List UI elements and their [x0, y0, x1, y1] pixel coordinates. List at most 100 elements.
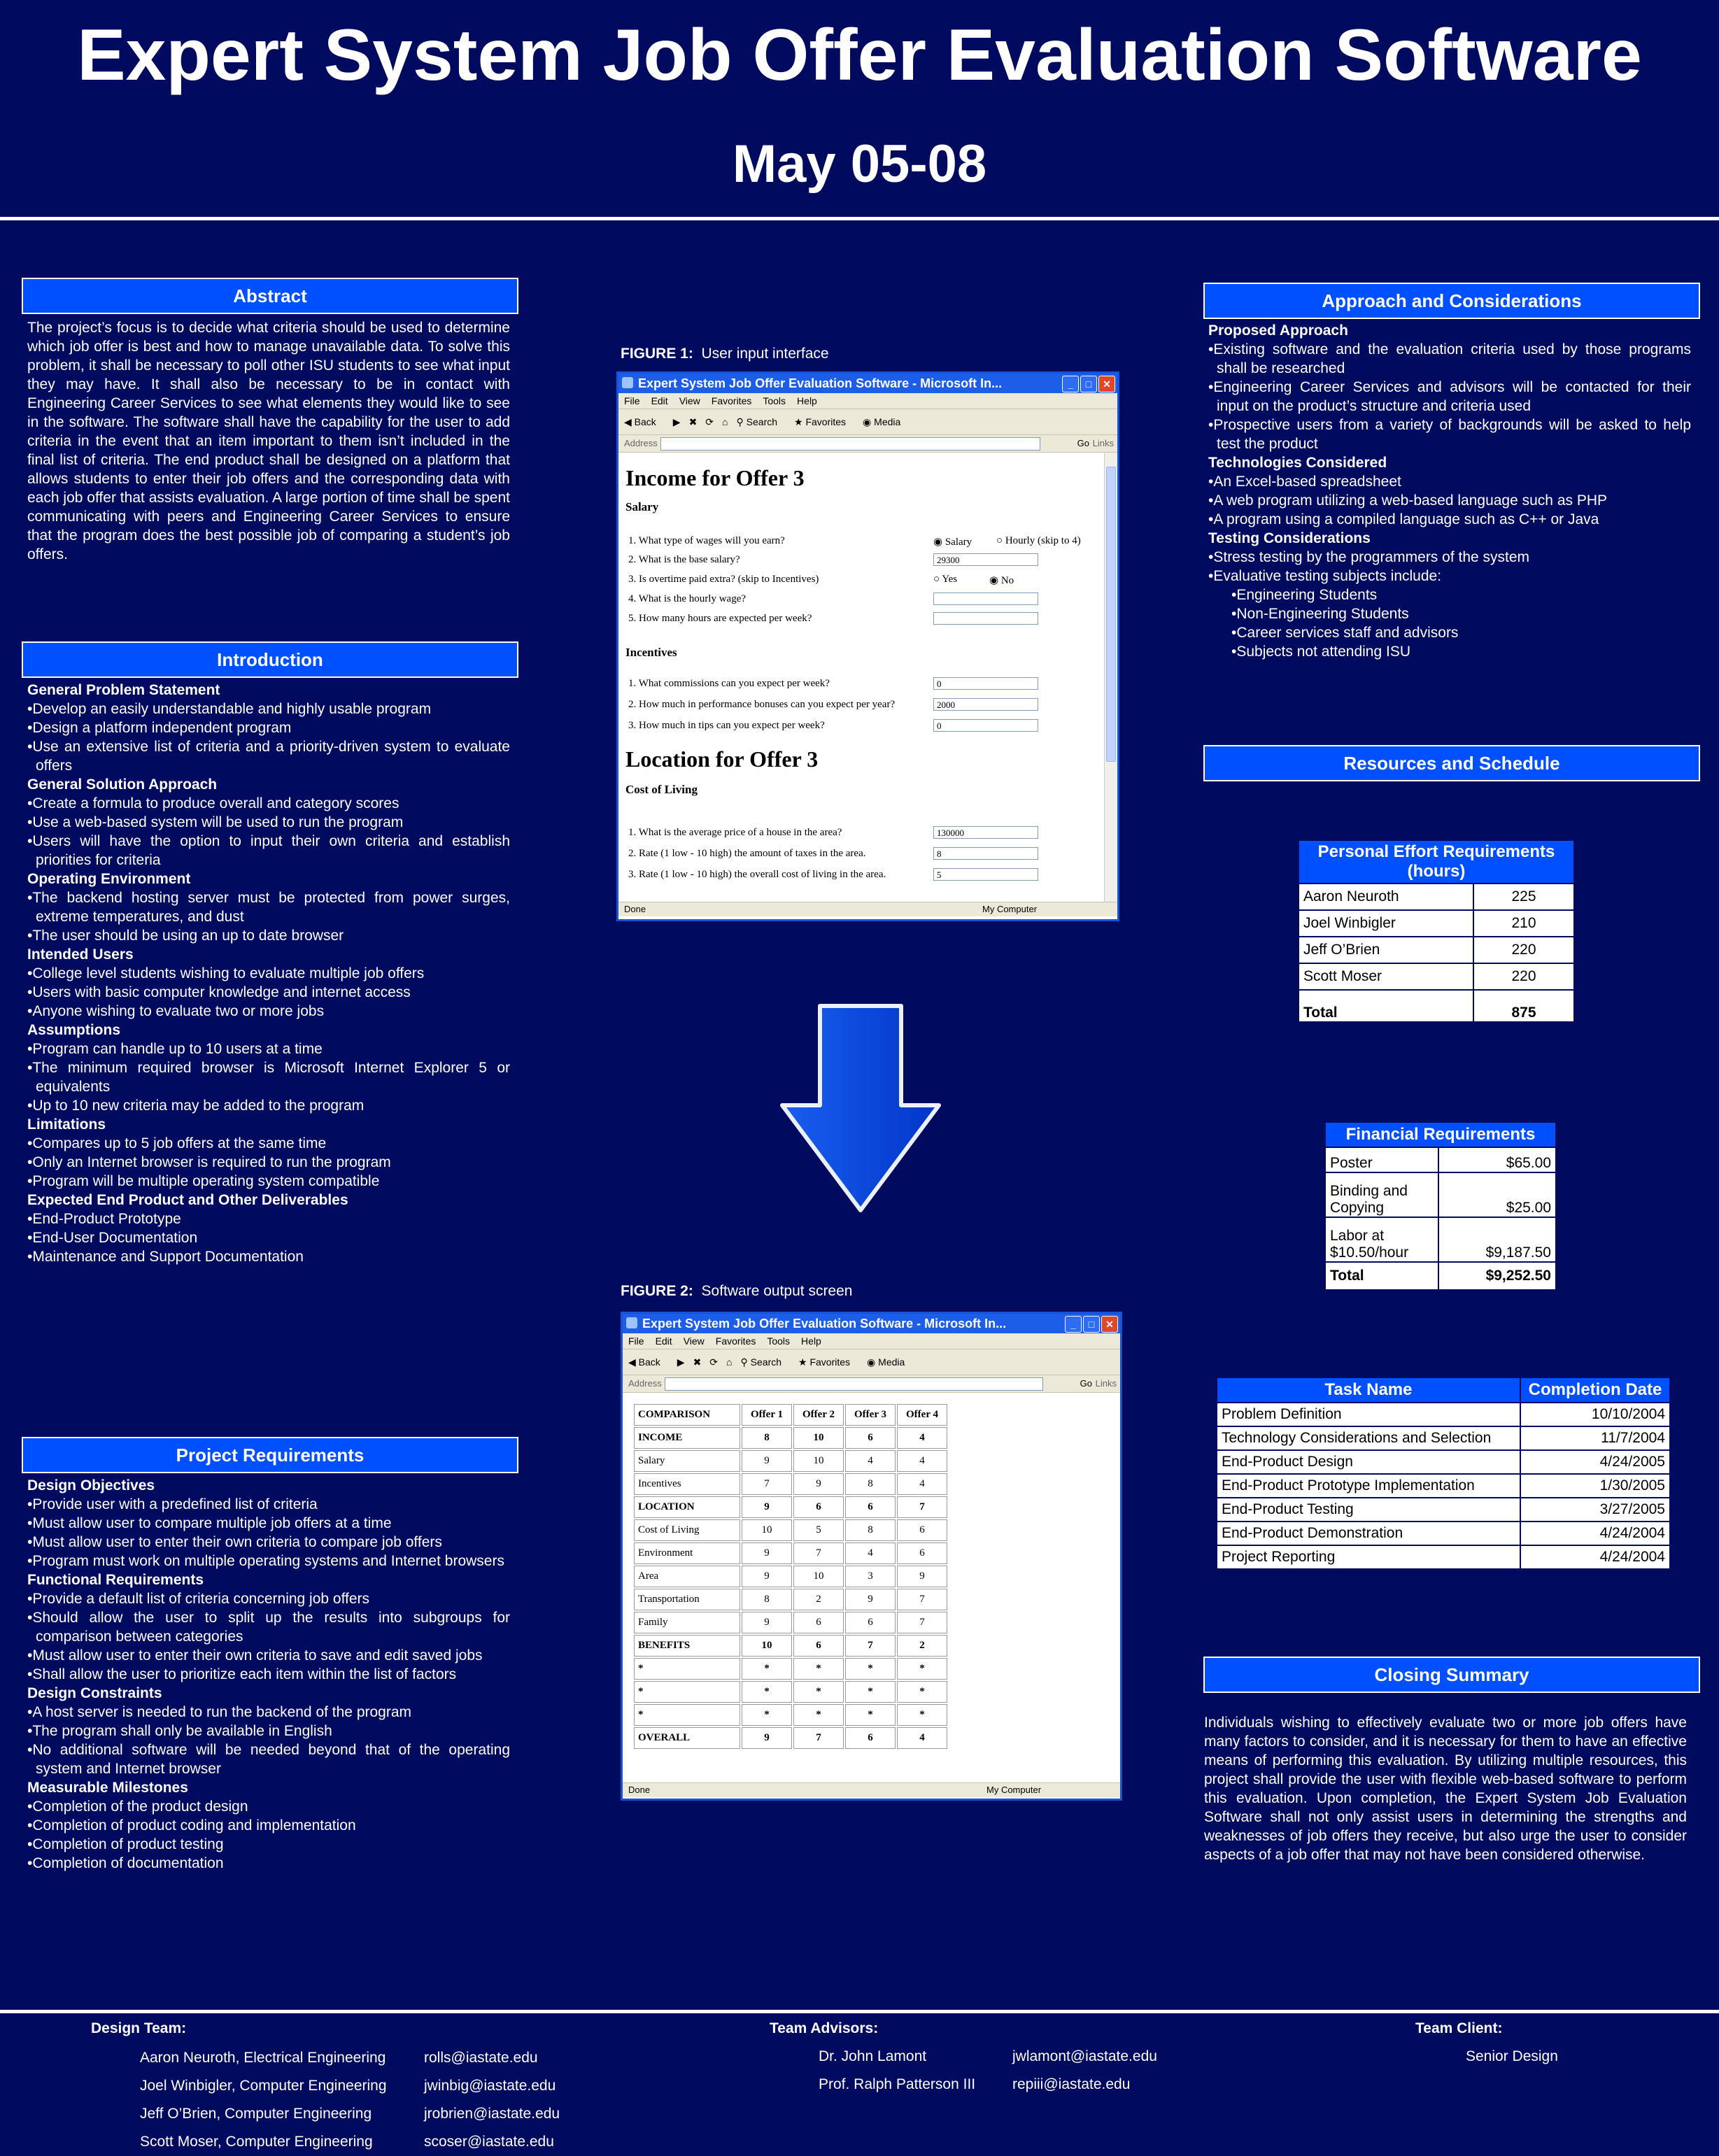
hours-per-week-input[interactable] — [933, 612, 1038, 625]
sub-bullet-item: •Subjects not attending ISU — [1231, 644, 1411, 660]
bullet-item: •Program can handle up to 10 users at a … — [27, 1041, 323, 1057]
advisor-email[interactable]: repiii@iastate.edu — [1012, 2076, 1131, 2092]
table-cell: $65.00 — [1438, 1147, 1557, 1173]
resources-heading: Resources and Schedule — [1203, 745, 1700, 781]
home-icon[interactable]: ⌂ — [726, 1356, 733, 1368]
table-header-cell: Offer 3 — [845, 1404, 896, 1426]
back-icon[interactable]: ◀ Back — [624, 416, 656, 427]
favorites-icon[interactable]: ★ Favorites — [794, 416, 847, 427]
bullet-item: •The user should be using an up to date … — [27, 928, 344, 944]
bullet-item: •End-User Documentation — [27, 1230, 198, 1246]
table-cell: * — [845, 1704, 896, 1726]
menu-file[interactable]: File — [628, 1335, 644, 1347]
forward-icon[interactable]: ▶ — [672, 416, 681, 427]
menu-file[interactable]: File — [624, 395, 640, 406]
address-input[interactable] — [660, 437, 1040, 451]
table-cell: 4 — [897, 1473, 947, 1495]
table-cell: 4 — [845, 1542, 896, 1564]
base-salary-input[interactable]: 29300 — [933, 553, 1038, 566]
refresh-icon[interactable]: ⟳ — [705, 416, 714, 427]
maximize-icon[interactable]: □ — [1083, 1316, 1100, 1333]
overtime-no-radio[interactable]: ◉ No — [989, 575, 1014, 586]
search-icon[interactable]: ⚲ Search — [736, 416, 778, 427]
cost-of-living-rating-input[interactable]: 5 — [933, 868, 1038, 881]
search-icon[interactable]: ⚲ Search — [740, 1356, 782, 1368]
media-icon[interactable]: ◉ Media — [867, 1356, 905, 1368]
table-cell: 5 — [793, 1519, 844, 1541]
address-input[interactable] — [665, 1377, 1043, 1391]
section-title: Expected End Product and Other Deliverab… — [27, 1192, 348, 1208]
salary-radio[interactable]: ◉ Salary — [933, 537, 972, 548]
favorites-icon[interactable]: ★ Favorites — [798, 1356, 851, 1368]
table-cell: 9 — [742, 1612, 792, 1633]
table-cell: * — [897, 1681, 947, 1703]
section-title: Assumptions — [27, 1022, 121, 1038]
advisor-email[interactable]: jwlamont@iastate.edu — [1012, 2048, 1157, 2064]
back-icon[interactable]: ◀ Back — [628, 1356, 660, 1368]
refresh-icon[interactable]: ⟳ — [709, 1356, 719, 1368]
commissions-input[interactable]: 0 — [933, 677, 1038, 690]
tips-input[interactable]: 0 — [933, 719, 1038, 732]
maximize-icon[interactable]: □ — [1080, 376, 1097, 392]
menu-tools[interactable]: Tools — [767, 1335, 791, 1347]
scrollbar[interactable] — [1104, 453, 1117, 902]
table-cell: 7 — [897, 1589, 947, 1610]
menu-favorites[interactable]: Favorites — [715, 1335, 756, 1347]
home-icon[interactable]: ⌂ — [722, 416, 728, 427]
hourly-radio[interactable]: ○ Hourly (skip to 4) — [996, 535, 1081, 546]
table-cell: 3/27/2005 — [1520, 1497, 1671, 1522]
forward-icon[interactable]: ▶ — [677, 1356, 685, 1368]
close-icon[interactable]: ✕ — [1098, 376, 1115, 392]
bullet-item: •Existing software and the evaluation cr… — [1208, 341, 1691, 376]
figure1-title-bar: Expert System Job Offer Evaluation Softw… — [618, 374, 1117, 393]
menu-edit[interactable]: Edit — [655, 1335, 672, 1347]
bullet-item: •An Excel-based spreadsheet — [1208, 474, 1401, 490]
bullet-item: •Must allow user to compare multiple job… — [27, 1515, 392, 1531]
menu-view[interactable]: View — [679, 395, 700, 406]
member-email[interactable]: rolls@iastate.edu — [424, 2050, 538, 2066]
menu-help[interactable]: Help — [801, 1335, 821, 1347]
bonuses-input[interactable]: 2000 — [933, 698, 1038, 711]
media-icon[interactable]: ◉ Media — [863, 416, 901, 427]
minimize-icon[interactable]: _ — [1065, 1316, 1082, 1333]
overtime-yes-radio[interactable]: ○ Yes — [933, 574, 958, 585]
table-cell: 4/24/2005 — [1520, 1449, 1671, 1475]
table-cell: 9 — [742, 1450, 792, 1472]
member-email[interactable]: scoser@iastate.edu — [424, 2134, 554, 2150]
bullet-item: •Create a formula to produce overall and… — [27, 795, 399, 811]
go-button[interactable]: Go — [1077, 438, 1089, 448]
member-email[interactable]: jrobrien@iastate.edu — [424, 2106, 560, 2122]
table-cell: Incentives — [634, 1473, 740, 1495]
stop-icon[interactable]: ✖ — [693, 1356, 702, 1368]
figure2-menu-bar: File Edit View Favorites Tools Help — [623, 1333, 1120, 1349]
section-title: Operating Environment — [27, 871, 191, 887]
menu-tools[interactable]: Tools — [763, 395, 786, 406]
house-price-input[interactable]: 130000 — [933, 826, 1038, 839]
member-email[interactable]: jwinbig@iastate.edu — [424, 2078, 556, 2094]
menu-edit[interactable]: Edit — [651, 395, 668, 406]
menu-view[interactable]: View — [683, 1335, 705, 1347]
figure1-menu-bar: File Edit View Favorites Tools Help — [618, 393, 1117, 409]
taxes-rating-input[interactable]: 8 — [933, 847, 1038, 860]
hourly-wage-input[interactable] — [933, 593, 1038, 605]
go-button[interactable]: Go — [1080, 1378, 1092, 1389]
stop-icon[interactable]: ✖ — [688, 416, 698, 427]
table-cell: Area — [634, 1566, 740, 1587]
menu-favorites[interactable]: Favorites — [711, 395, 752, 406]
minimize-icon[interactable]: _ — [1062, 376, 1079, 392]
table-cell: INCOME — [634, 1427, 740, 1449]
table-cell: 9 — [742, 1566, 792, 1587]
bullet-item: •A host server is needed to run the back… — [27, 1704, 412, 1720]
close-icon[interactable]: ✕ — [1101, 1316, 1118, 1333]
table-cell: 6 — [845, 1427, 896, 1449]
menu-help[interactable]: Help — [797, 395, 817, 406]
